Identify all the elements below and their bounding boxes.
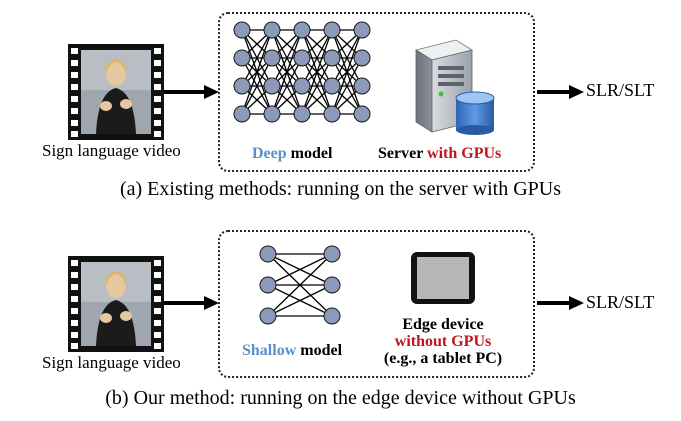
network-node [263,105,281,123]
network-node [293,105,311,123]
network-edge [271,57,303,115]
network-node [323,105,341,123]
network-node [293,77,311,95]
caption: (a) Existing methods: running on the ser… [119,178,562,200]
network-edge [331,29,363,115]
film-video-icon [68,44,164,140]
network-edge [267,253,333,286]
network-node [323,49,341,67]
device-line2: without GPUs [394,333,492,350]
video-label: Sign language video [42,141,181,160]
model-suffix: model [286,145,333,162]
network-node [233,21,251,39]
server-prefix: Server [378,145,428,162]
model-emphasis: Shallow [242,342,297,359]
server-database-icon [414,39,495,135]
network-edge [331,29,363,87]
network-node [323,276,341,294]
network-edge [241,29,273,115]
server-emphasis: with GPUs [427,145,502,162]
output-label: SLR/SLT [586,80,655,100]
network-edge [241,29,273,87]
network-edge [267,284,333,317]
network-edge [271,29,303,115]
video-label: Sign language video [42,353,181,372]
film-video-icon [68,256,164,352]
network-node [293,49,311,67]
model-label: Shallow model [242,342,342,360]
network-node [259,245,277,263]
model-suffix: model [296,342,343,359]
neural-network-icon [259,245,341,325]
network-node [259,307,277,325]
network-node [323,245,341,263]
arrow-icon [537,296,584,310]
network-node [293,21,311,39]
arrow-icon [164,296,219,310]
device-label: Edge device without GPUs (e.g., a tablet… [368,316,518,367]
model-emphasis: Deep [252,145,287,162]
network-node [233,105,251,123]
caption: (b) Our method: running on the edge devi… [105,387,576,409]
model-label: Deep model [252,145,332,163]
neural-network-icon [233,21,371,123]
network-node [323,21,341,39]
processing-box [218,230,535,378]
device-line1: Edge device [402,316,484,333]
network-node [353,49,371,67]
tablet-icon [411,252,475,304]
network-node [263,21,281,39]
network-node [263,49,281,67]
server-label: Server with GPUs [378,145,501,163]
processing-box [218,12,535,172]
network-node [259,276,277,294]
network-edge [271,29,303,87]
arrow-icon [537,85,584,99]
device-line3: (e.g., a tablet PC) [383,350,503,367]
network-node [323,307,341,325]
network-node [353,21,371,39]
network-edge [331,57,363,115]
network-node [353,77,371,95]
network-edge [241,57,273,115]
network-edge [301,29,333,115]
network-edge [301,57,333,115]
network-node [263,77,281,95]
network-node [323,77,341,95]
network-node [233,77,251,95]
network-node [233,49,251,67]
network-edge [301,29,333,87]
output-label: SLR/SLT [586,292,655,312]
network-edge [267,253,333,317]
network-node [353,105,371,123]
arrow-icon [164,85,219,99]
